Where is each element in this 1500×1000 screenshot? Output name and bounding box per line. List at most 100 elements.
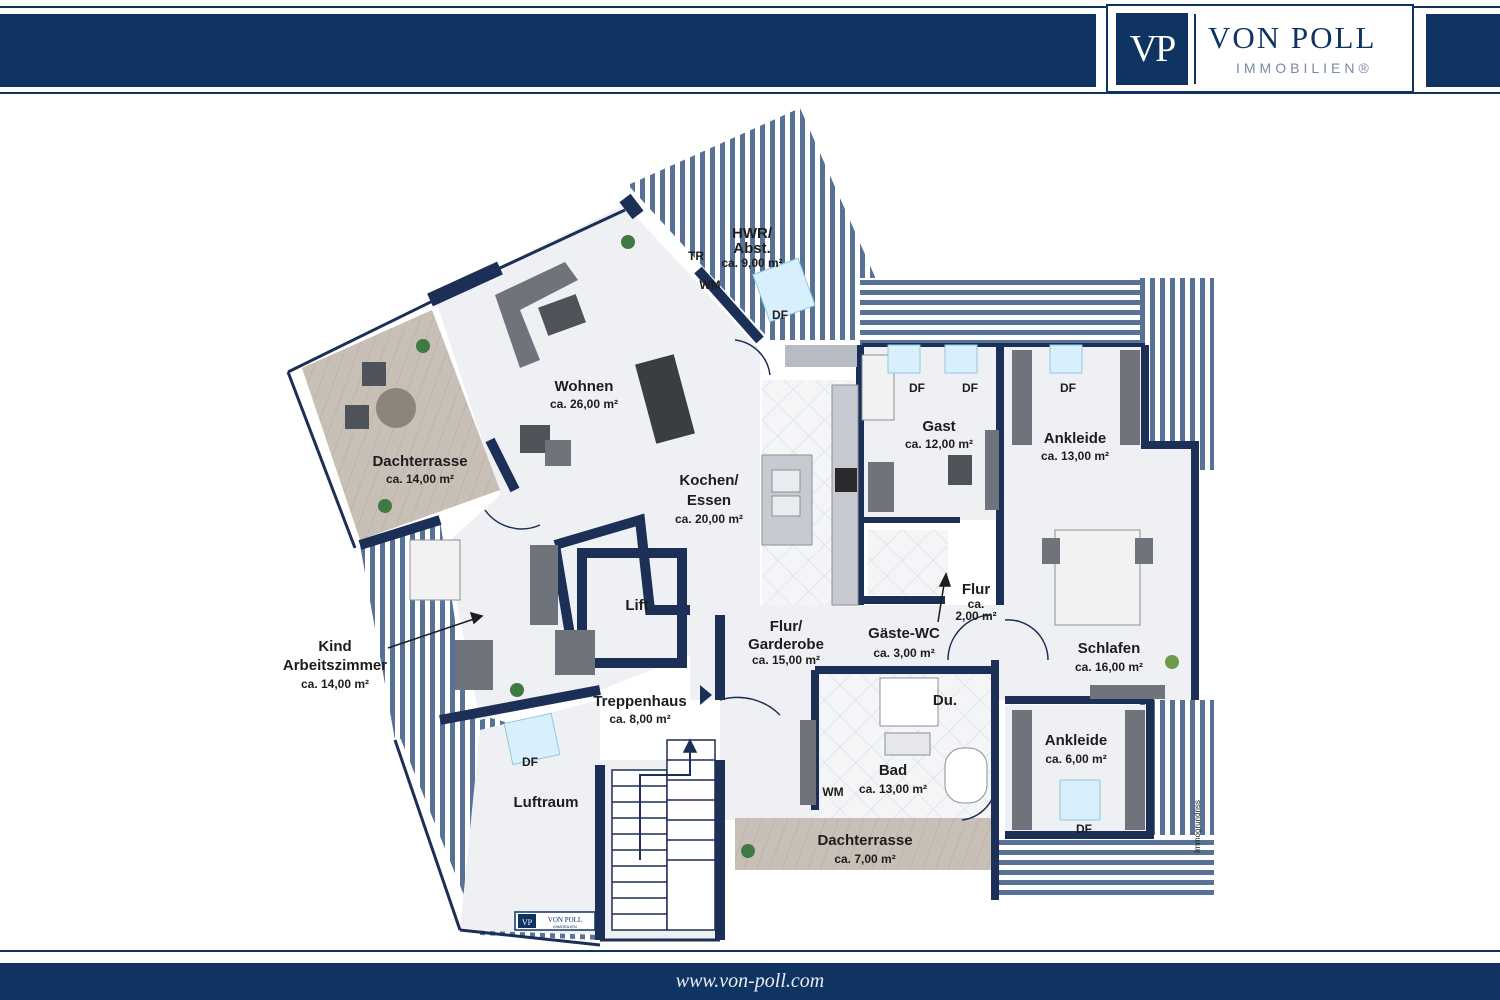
- door-flur: [947, 614, 991, 661]
- door-hwr: [734, 339, 771, 376]
- tag-wm-bath: WM: [822, 785, 843, 799]
- child-bed-icon: [409, 539, 461, 601]
- floor-wc-tiles: [868, 530, 948, 595]
- wardrobe-small-right-icon: [1125, 710, 1145, 830]
- skylight-airspace: [503, 712, 561, 766]
- wall-lift-shaft: [553, 513, 690, 615]
- wall-terrace-left: [286, 371, 357, 549]
- doors: [484, 339, 1049, 821]
- wall-child-south: [439, 685, 601, 725]
- label-hwr: HWR/: [732, 225, 773, 242]
- door-child: [484, 509, 541, 530]
- terrace-chair-icon: [362, 362, 386, 386]
- brand-logo: VP VON POLL IMMOBILIEN®: [1106, 4, 1414, 93]
- plan-brand-mark-box: [518, 914, 536, 928]
- tag-df-airspace: DF: [522, 755, 538, 769]
- child-cabinet-icon: [555, 630, 595, 675]
- double-bed-icon: [1054, 529, 1141, 626]
- area-treppenhaus: ca. 8,00 m²: [609, 712, 670, 726]
- tag-df-dressing-small: DF: [1076, 822, 1092, 836]
- label-lift: Lift: [625, 597, 648, 614]
- area-hwr: ca. 9,00 m²: [721, 256, 782, 270]
- shower-icon: [879, 677, 939, 727]
- footer-url-link[interactable]: www.von-poll.com: [675, 970, 825, 992]
- side-table-icon: [545, 440, 571, 466]
- brand-name: VON POLL: [1208, 20, 1377, 55]
- kitchen-upper-cabinet: [785, 345, 857, 367]
- tag-wm-hwr: WM: [699, 278, 720, 292]
- credit-text: Immogrundriss: [1193, 800, 1202, 853]
- header-top-line: [0, 6, 1500, 8]
- label-bad: Bad: [879, 762, 907, 779]
- cooktop-icon: [835, 468, 857, 492]
- walls: [286, 193, 1199, 947]
- roof-slope-right-top: [860, 278, 1214, 345]
- header-bottom-line: [0, 92, 1500, 94]
- brand-logo-mark: VP: [1116, 13, 1188, 85]
- area-wohnen: ca. 26,00 m²: [550, 397, 618, 411]
- footer-line: [0, 950, 1500, 952]
- label-treppenhaus: Treppenhaus: [593, 693, 686, 710]
- bathtub-icon: [944, 747, 988, 804]
- label-gaeste-wc: Gäste-WC: [868, 625, 940, 642]
- area-kind: ca. 14,00 m²: [301, 677, 369, 691]
- stairs-arrow-icon: [682, 738, 698, 753]
- coffee-table-icon: [538, 294, 586, 336]
- terrace-table-icon: [376, 388, 416, 428]
- skylight-hwr: [752, 257, 816, 323]
- label-kind-2: Arbeitszimmer: [283, 657, 387, 674]
- wall-airspace-bottom: [459, 928, 601, 947]
- tag-tr: TR: [688, 249, 704, 263]
- wardrobe-small-left-icon: [1012, 710, 1032, 830]
- floor-roof-terrace-bottom: [735, 818, 995, 870]
- plan-brand-mark-text: VP: [522, 918, 533, 927]
- tag-df-dressing: DF: [1060, 381, 1076, 395]
- skylights: [503, 257, 1101, 821]
- wall-dressing-small: [1005, 696, 1154, 839]
- wardrobe-right-icon: [1120, 350, 1140, 445]
- label-dachterrasse-1: Dachterrasse: [372, 453, 467, 470]
- nightstand-left-icon: [1042, 538, 1060, 564]
- roof-slope-right-edge: [1140, 278, 1214, 470]
- header-band-left: [0, 14, 1096, 87]
- area-ankleide-1: ca. 13,00 m²: [1041, 449, 1109, 463]
- bedroom-plant-icon: [1165, 655, 1179, 669]
- wall-living-west: [485, 437, 520, 493]
- guest-desk-icon: [868, 462, 894, 512]
- skylight-guest-1: [887, 344, 921, 374]
- plan-brand-mark: VP VON POLL IMMOBILIEN: [514, 911, 596, 931]
- brand-subtitle: IMMOBILIEN®: [1236, 60, 1373, 76]
- sofa-icon: [495, 262, 578, 368]
- label-dachterrasse-2: Dachterrasse: [817, 832, 912, 849]
- fixture-tags: DF TR WM DF DF DF DF WM DF: [522, 249, 1092, 836]
- hall-cabinet-icon: [800, 720, 816, 805]
- stair-direction-arrow-icon: [700, 685, 712, 705]
- kitchen-sink-2-icon: [771, 495, 801, 517]
- nightstand-right-icon: [1135, 538, 1153, 564]
- plant-icon: [621, 235, 635, 249]
- roof-slope-bottom-right: [995, 835, 1214, 898]
- plan-brand-name: VON POLL: [548, 916, 582, 924]
- label-ankleide-2: Ankleide: [1045, 732, 1108, 749]
- label-flur-2: Garderobe: [748, 636, 824, 653]
- bedroom-dresser-icon: [1090, 685, 1165, 699]
- terrace-chair-2-icon: [345, 405, 369, 429]
- skylight-dressing-small: [1059, 779, 1101, 821]
- wall-airspace-left: [393, 739, 462, 931]
- label-schlafen: Schlafen: [1078, 640, 1141, 657]
- area-gast: ca. 12,00 m²: [905, 437, 973, 451]
- terrace-bottom-plant-icon: [741, 844, 755, 858]
- label-flur-small: Flur: [962, 581, 990, 598]
- wall-hwr-diagonal: [694, 266, 764, 344]
- label-ankleide-1: Ankleide: [1044, 430, 1107, 447]
- label-kind: Kind: [318, 638, 351, 655]
- wall-corner-north: [619, 193, 644, 220]
- tag-df-guest-2: DF: [962, 381, 978, 395]
- brand-logo-divider: [1194, 14, 1196, 84]
- wardrobe-left-icon: [1012, 350, 1032, 445]
- kitchen-sink-icon: [771, 469, 801, 493]
- furniture: [345, 235, 1179, 858]
- area-flur-small-1: ca.: [968, 597, 985, 611]
- wall-child-north: [358, 515, 442, 550]
